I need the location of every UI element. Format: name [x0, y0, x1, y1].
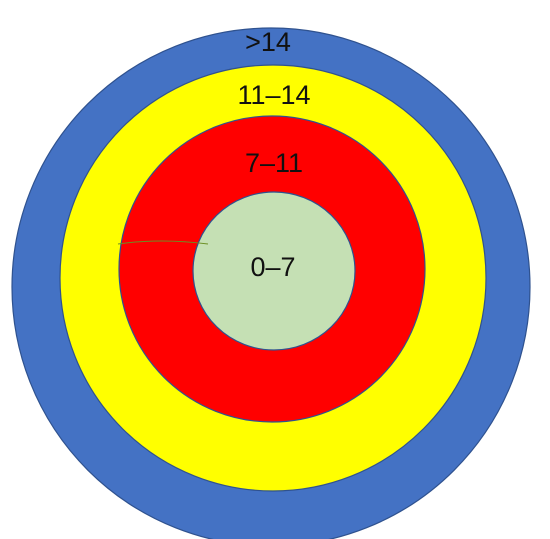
- label-core: 0–7: [250, 252, 295, 282]
- stray-line: [117, 240, 209, 245]
- label-outer-ring: >14: [245, 27, 291, 57]
- label-second-ring: 11–14: [237, 80, 310, 110]
- label-third-ring: 7–11: [245, 148, 303, 178]
- ring-core: [192, 191, 356, 351]
